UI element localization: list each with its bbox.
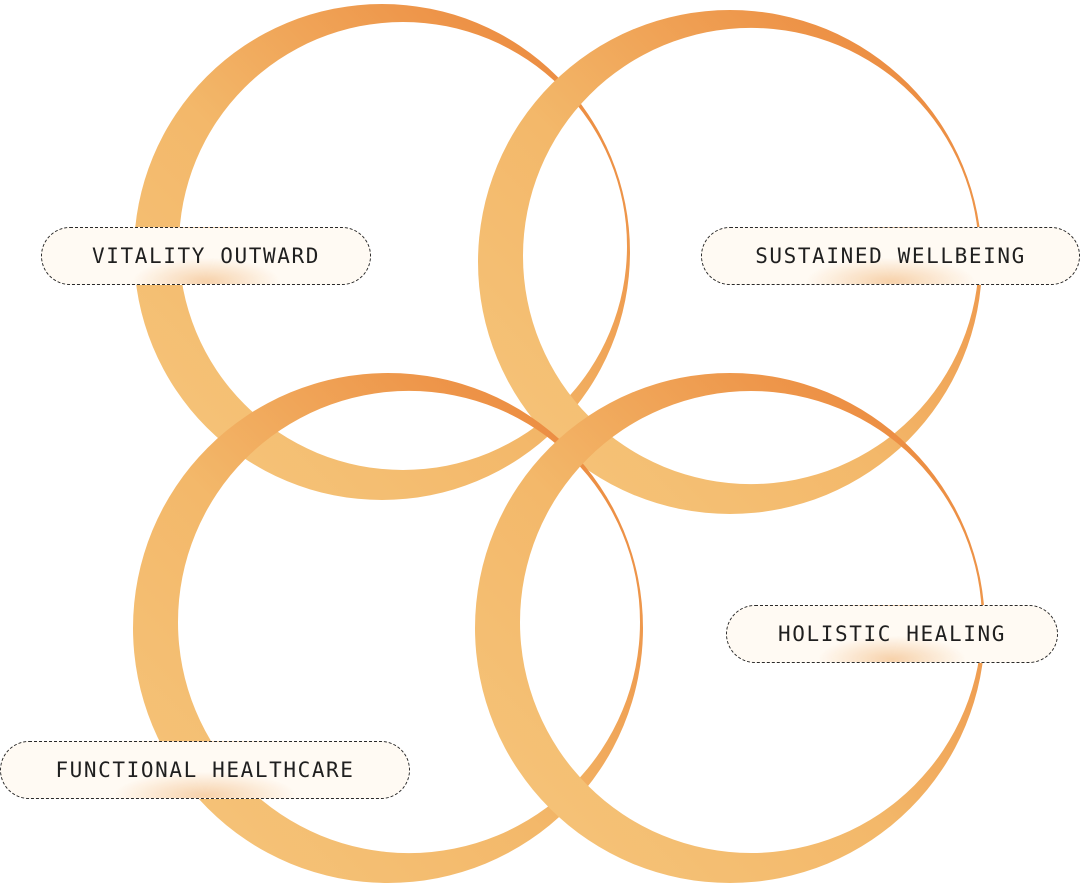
label-functional-healthcare-text: FUNCTIONAL HEALTHCARE xyxy=(55,758,355,782)
label-sustained-wellbeing-text: SUSTAINED WELLBEING xyxy=(755,244,1026,268)
label-holistic-healing-text: HOLISTIC HEALING xyxy=(778,622,1006,646)
label-holistic-healing: HOLISTIC HEALING xyxy=(726,605,1058,663)
label-sustained-wellbeing: SUSTAINED WELLBEING xyxy=(701,227,1080,285)
label-functional-healthcare: FUNCTIONAL HEALTHCARE xyxy=(0,741,410,799)
label-vitality-outward-text: VITALITY OUTWARD xyxy=(92,244,320,268)
label-vitality-outward: VITALITY OUTWARD xyxy=(41,227,371,285)
